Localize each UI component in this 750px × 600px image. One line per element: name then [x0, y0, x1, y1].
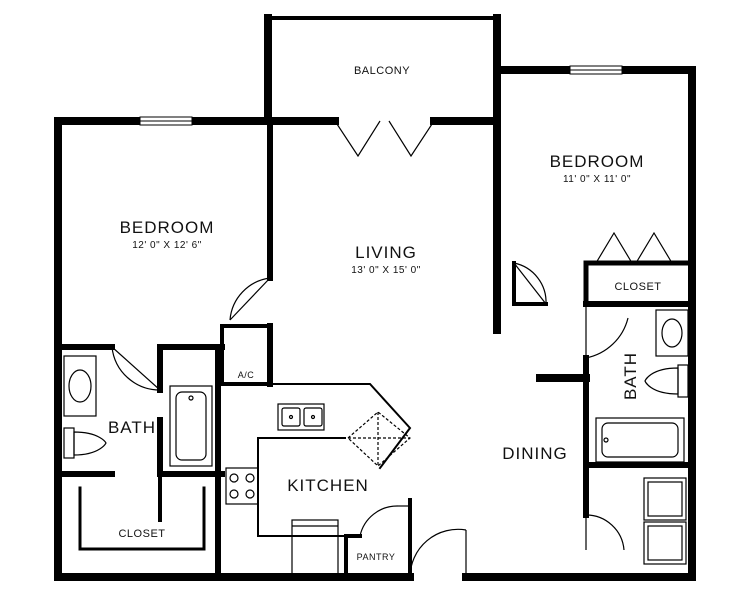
- ac-label: A/C: [238, 370, 255, 380]
- bedroom-right-label: BEDROOM: [550, 152, 645, 171]
- room-labels: BALCONY BEDROOM 12' 0" X 12' 6" BEDROOM …: [108, 65, 661, 562]
- bath-right-label: BATH: [621, 352, 640, 400]
- dining-label: DINING: [502, 444, 568, 463]
- fixtures: [63, 309, 689, 577]
- kitchen-sink: [277, 403, 325, 431]
- left-bath-sink: [63, 355, 97, 417]
- balcony-label: BALCONY: [354, 65, 410, 77]
- living-label: LIVING: [355, 243, 417, 262]
- refrigerator: [291, 519, 339, 577]
- right-bath-sink: [655, 309, 689, 357]
- bedroom-left-dims: 12' 0" X 12' 6": [132, 240, 202, 251]
- closet-left-label: CLOSET: [118, 528, 165, 540]
- living-dims: 13' 0" X 15' 0": [351, 265, 421, 276]
- windows: [139, 65, 623, 126]
- doors: [111, 120, 673, 578]
- closet-right-label: CLOSET: [614, 281, 661, 293]
- washer: [643, 521, 687, 565]
- walls: [54, 14, 696, 581]
- kitchen-range: [225, 467, 259, 505]
- kitchen-label: KITCHEN: [287, 476, 369, 495]
- left-bath-tub: [169, 385, 213, 467]
- right-bath-tub: [595, 417, 685, 463]
- bedroom-right-dims: 11' 0" X 11' 0": [563, 174, 631, 185]
- pantry-label: PANTRY: [357, 552, 396, 562]
- bath-left-label: BATH: [108, 418, 156, 437]
- dryer: [643, 477, 687, 521]
- bedroom-left-label: BEDROOM: [120, 218, 215, 237]
